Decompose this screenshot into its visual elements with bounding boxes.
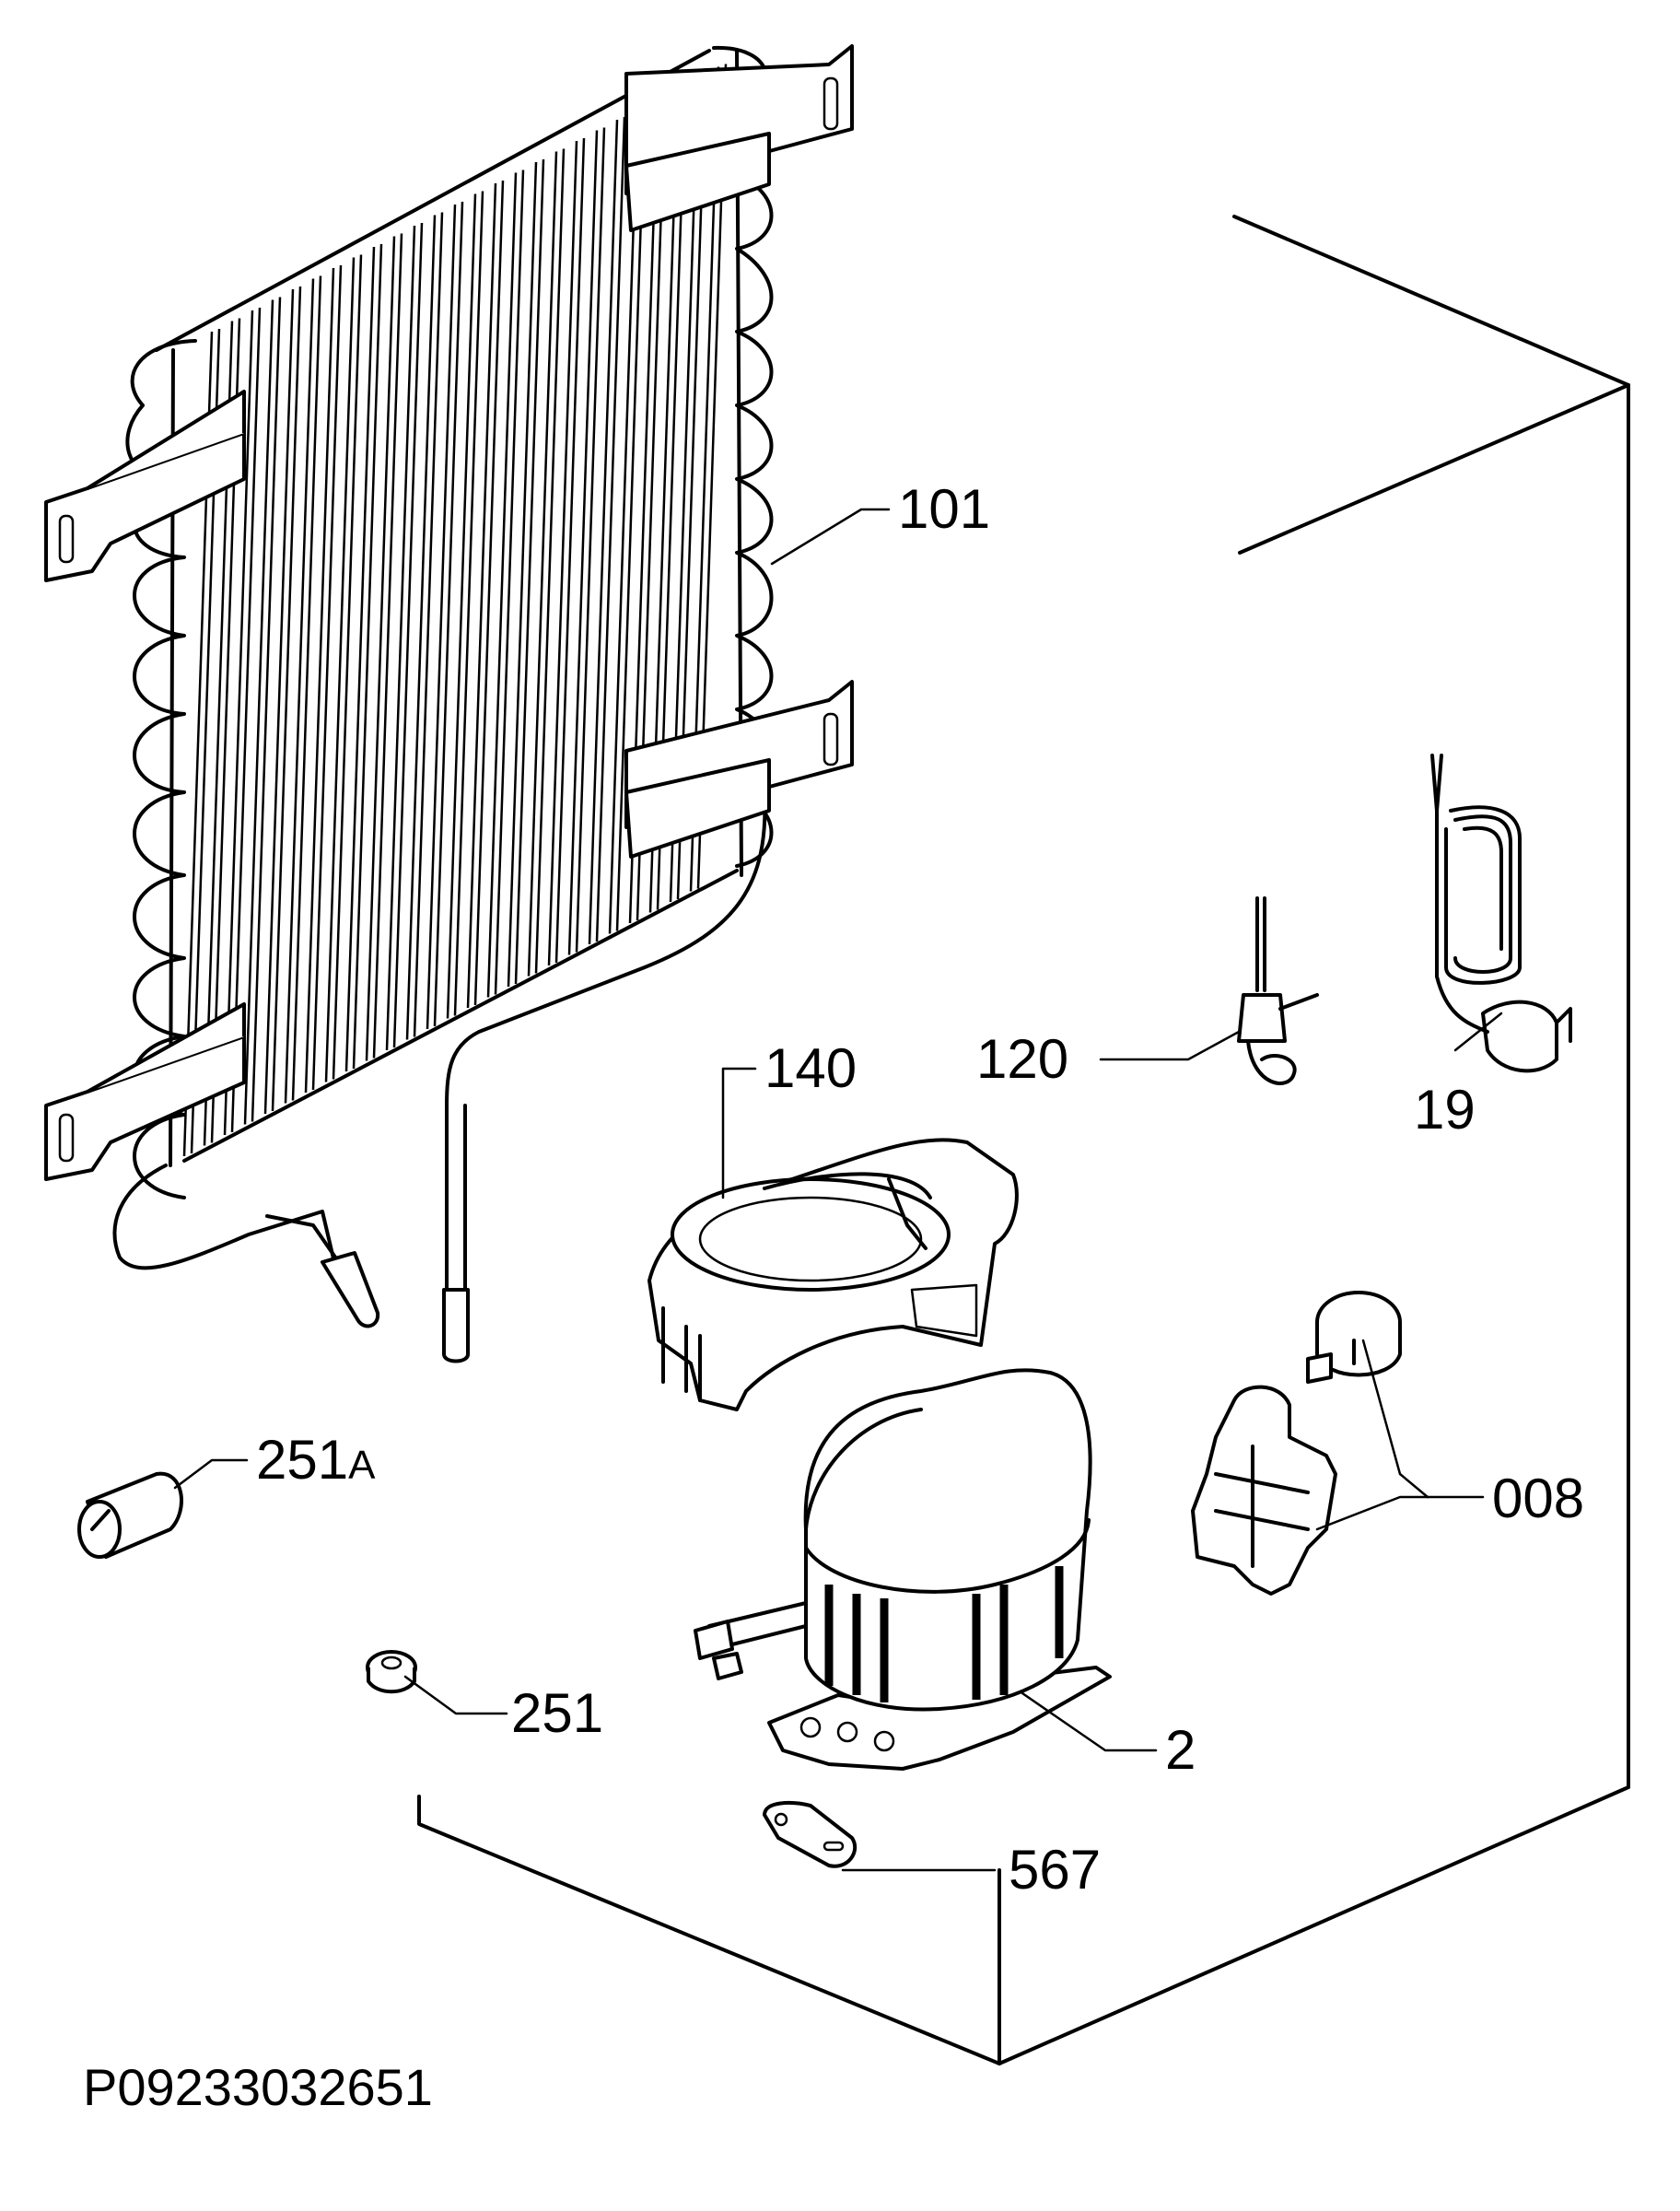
compressor xyxy=(694,1368,1112,1771)
condenser-fin xyxy=(608,109,639,934)
callout-251a-number: 251 xyxy=(256,1429,348,1491)
condenser-fin xyxy=(251,297,282,1122)
condenser-fin xyxy=(534,148,566,974)
condenser-fin xyxy=(243,299,274,1125)
condenser-fin xyxy=(514,158,545,985)
condenser-fin xyxy=(392,222,424,1048)
callout-19: 19 xyxy=(1414,1079,1476,1141)
condenser-fin xyxy=(595,116,626,942)
filter-drier xyxy=(1237,896,1319,1085)
drawing-code: P09233032651 xyxy=(83,2058,433,2116)
cabinet-outline xyxy=(417,215,1630,2065)
condenser-fin xyxy=(372,233,403,1059)
callout-251a-suffix: A xyxy=(348,1443,376,1488)
start-relay-and-overload xyxy=(1191,1291,1402,1596)
callout-101: 101 xyxy=(898,478,990,540)
condenser-fin xyxy=(223,310,254,1136)
condenser-fin xyxy=(446,193,477,1019)
condenser-fin xyxy=(263,288,295,1115)
condenser-fin xyxy=(230,307,262,1133)
condenser-fin xyxy=(547,140,578,966)
condenser-fin xyxy=(473,180,505,1006)
condenser-fin xyxy=(304,267,335,1094)
condenser-fin xyxy=(615,106,647,931)
power-cord-plug xyxy=(1430,754,1572,1073)
callout-140: 140 xyxy=(764,1037,857,1099)
condenser-fin xyxy=(271,286,302,1112)
leader-lines xyxy=(173,508,1503,1872)
callout-567: 567 xyxy=(1009,1839,1101,1901)
condenser-fin xyxy=(588,119,619,945)
condenser-coil xyxy=(44,44,854,1363)
condenser-fin xyxy=(507,161,538,988)
condenser-fin xyxy=(426,204,457,1030)
compressor-drip-tray xyxy=(648,1138,1019,1411)
mounting-nut xyxy=(366,1650,417,1694)
condenser-fin xyxy=(311,264,343,1091)
condenser-fin xyxy=(433,201,464,1027)
condenser-fin xyxy=(494,170,525,995)
callout-008: 008 xyxy=(1492,1468,1584,1529)
condenser-fin xyxy=(466,182,497,1009)
condenser-fin xyxy=(413,212,444,1037)
condenser-fin xyxy=(291,275,322,1101)
callout-251: 251 xyxy=(511,1682,603,1744)
condenser-fin xyxy=(453,191,484,1016)
condenser-fin xyxy=(554,137,586,964)
condenser-fin xyxy=(575,127,606,953)
condenser-fin xyxy=(284,278,315,1104)
condenser-fin xyxy=(352,243,383,1070)
callout-120: 120 xyxy=(976,1028,1068,1090)
rubber-grommet xyxy=(77,1471,183,1559)
condenser-fin xyxy=(405,215,437,1040)
condenser-fin xyxy=(567,130,599,955)
condenser-fin xyxy=(365,236,396,1061)
compressor-clip xyxy=(763,1801,858,1868)
condenser-fin xyxy=(527,151,558,977)
condenser-fin xyxy=(344,246,376,1072)
callout-251a: 251A xyxy=(256,1429,376,1491)
condenser-fin xyxy=(385,225,416,1051)
callout-2: 2 xyxy=(1165,1719,1196,1781)
condenser-fin xyxy=(486,172,518,998)
condenser-fin xyxy=(332,254,363,1080)
condenser-fin xyxy=(324,257,356,1082)
